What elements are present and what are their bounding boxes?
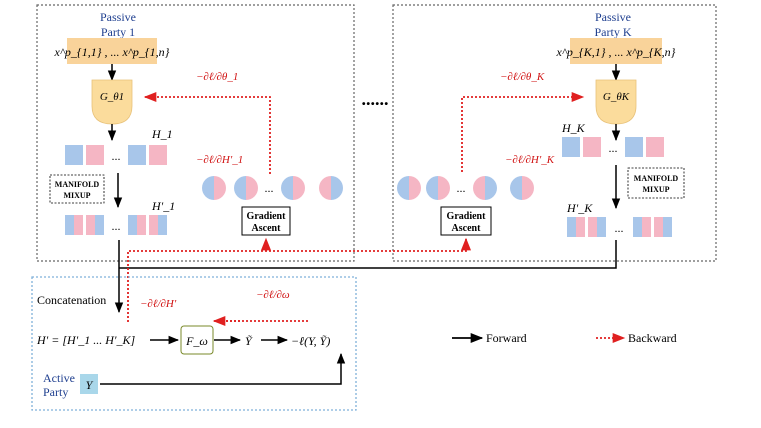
gradient-circle (202, 176, 226, 200)
active-party-border (31, 276, 357, 411)
y-tilde-label: Ỹ (245, 334, 253, 348)
hkprime-square (654, 217, 672, 237)
legend-forward-label: Forward (486, 331, 527, 345)
party-1-title-line1: Passive (100, 10, 136, 24)
passive-party-k: Passive Party K x^p_{K,1} , ... x^p_{K,n… (392, 4, 717, 262)
active-party-line1: Active (43, 371, 75, 385)
h-concat-label: H' = [H'_1 ... H'_K] (36, 333, 135, 347)
party-k-title-line1: Passive (595, 10, 631, 24)
party-k-input-box (570, 38, 662, 64)
party-k-gradient-ascent-box (440, 206, 492, 236)
party-1-generator-label: G_θ1 (100, 91, 124, 103)
h1-square (65, 145, 83, 165)
legend: Forward Backward (452, 331, 677, 345)
active-y-label: Y (86, 378, 94, 392)
f-omega-label: F_ω (185, 334, 208, 348)
party-k-grad-h-label: −∂ℓ/∂H'_K (505, 154, 555, 166)
party-k-ga-line1: Gradient (447, 211, 487, 222)
gradient-circle (397, 176, 421, 200)
party-1-grad-theta-label: −∂ℓ/∂θ_1 (196, 71, 238, 83)
h1prime-ellipsis: ... (112, 219, 121, 233)
active-party-line2: Party (43, 385, 68, 399)
party-1-title-line2: Party 1 (101, 25, 135, 39)
active-y-box (80, 374, 98, 394)
party-1-grad-h-label: −∂ℓ/∂H'_1 (196, 154, 243, 166)
h1-ellipsis: ... (112, 149, 121, 163)
h1prime-square (149, 215, 167, 235)
gradient-circle (281, 176, 305, 200)
parties-ellipsis: ...... (362, 89, 389, 109)
loss-label: −ℓ(Y, Ỹ) (291, 334, 330, 348)
party-1-ga-line2: Ascent (252, 223, 282, 234)
h1prime-square (128, 215, 146, 235)
party-k-mixup-box (627, 167, 685, 199)
party-k-backward-to-theta (461, 91, 585, 172)
party-k-generator-label: G_θK (603, 91, 630, 103)
h1prime-label: H'_1 (151, 199, 175, 213)
hk-square (583, 137, 601, 157)
h1-square (86, 145, 104, 165)
forward-from-party-k (119, 240, 617, 269)
gradient-circle (426, 176, 450, 200)
hkprime-square (567, 217, 585, 237)
gradient-circle (510, 176, 534, 200)
hk-square (625, 137, 643, 157)
backward-to-ga-boxes (127, 237, 472, 322)
party-k-generator (595, 79, 637, 125)
party-k-mixup-line2: MIXUP (642, 185, 669, 194)
hk-square (562, 137, 580, 157)
party-k-mixup-line1: MANIFOLD (634, 174, 679, 183)
party-k-grad-theta-label: −∂ℓ/∂θ_K (500, 71, 545, 83)
f-omega-box (180, 325, 214, 355)
hkprime-square (588, 217, 606, 237)
party-1-input-box (67, 38, 157, 64)
party-1-mixup-box (49, 174, 105, 204)
party-k-title-line2: Party K (595, 25, 632, 39)
hkprime-label: H'_K (566, 201, 593, 215)
gradient-circle (234, 176, 258, 200)
gradient-circle (319, 176, 343, 200)
h1-square (149, 145, 167, 165)
grad-circles-k-ellipsis: ... (457, 181, 466, 195)
grad-h-prime-label: −∂ℓ/∂H' (140, 298, 177, 310)
party-1-backward-to-theta (143, 91, 271, 174)
gradient-circle (473, 176, 497, 200)
party-k-input-label: x^p_{K,1} , ... x^p_{K,n} (556, 45, 676, 59)
h1prime-square (86, 215, 104, 235)
party-1-gradient-ascent-box (241, 206, 291, 236)
active-party-region: Concatenation H' = [H'_1 ... H'_K] F_ω Ỹ… (31, 276, 357, 411)
party-k-ga-line2: Ascent (452, 223, 482, 234)
concatenation-label: Concatenation (37, 293, 106, 307)
hkprime-ellipsis: ... (615, 221, 624, 235)
forward-y-to-loss (100, 352, 346, 385)
party-1-mixup-line2: MIXUP (63, 191, 90, 200)
grad-circles-ellipsis: ... (265, 181, 274, 195)
legend-backward-label: Backward (628, 331, 677, 345)
party-k-border (392, 4, 717, 262)
passive-party-1: Passive Party 1 x^p_{1,1} , ... x^p_{1,n… (36, 4, 355, 262)
h1-label: H_1 (151, 127, 173, 141)
grad-omega-label: −∂ℓ/∂ω (256, 289, 290, 301)
h1-square (128, 145, 146, 165)
h1prime-square (65, 215, 83, 235)
party-1-input-label: x^p_{1,1} , ... x^p_{1,n} (54, 45, 170, 59)
hk-label: H_K (561, 121, 586, 135)
hkprime-square (633, 217, 651, 237)
party-1-ga-line1: Gradient (247, 211, 287, 222)
hk-ellipsis: ... (609, 141, 618, 155)
party-1-mixup-line1: MANIFOLD (55, 180, 100, 189)
party-1-generator (91, 79, 133, 125)
party-1-border (36, 4, 355, 262)
hk-square (646, 137, 664, 157)
